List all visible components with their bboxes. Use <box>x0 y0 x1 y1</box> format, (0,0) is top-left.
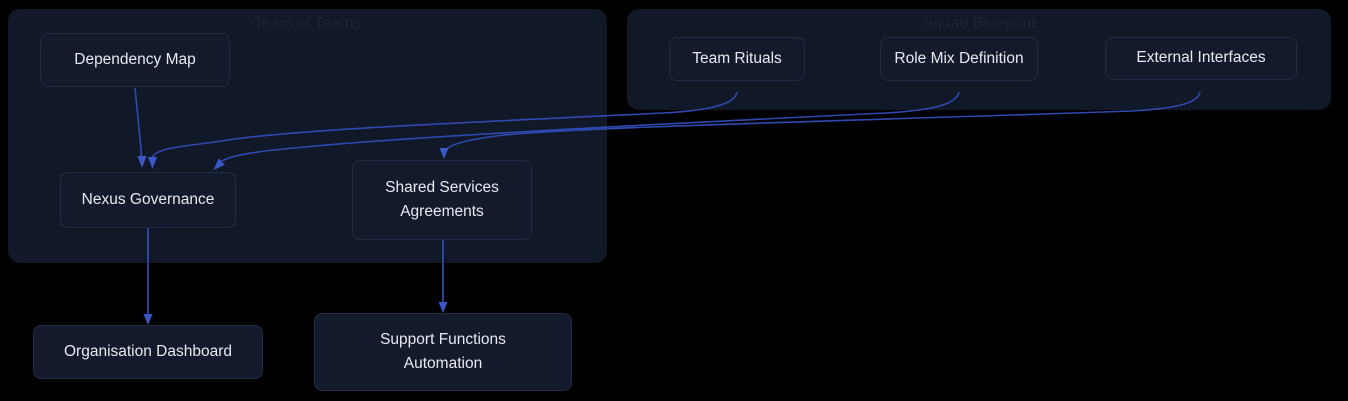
node-label-dependency-map: Dependency Map <box>74 50 196 68</box>
node-label-team-rituals: Team Rituals <box>692 49 782 67</box>
node-nexus-governance: Nexus Governance <box>60 172 236 228</box>
node-label-role-mix-definition: Role Mix Definition <box>894 49 1024 67</box>
node-label-nexus-governance: Nexus Governance <box>81 190 215 208</box>
arrowhead-nexus-governance-to-organisation-dashboard <box>143 314 153 325</box>
node-label-support-functions-automation: Support Functions Automation <box>380 330 506 372</box>
arrowhead-shared-services-agreements-to-support-functions-automation <box>438 302 448 313</box>
node-label-organisation-dashboard: Organisation Dashboard <box>63 342 233 360</box>
node-dependency-map: Dependency Map <box>40 33 230 87</box>
node-organisation-dashboard: Organisation Dashboard <box>33 325 263 379</box>
node-team-rituals: Team Rituals <box>669 37 805 81</box>
node-external-interfaces: External Interfaces <box>1105 37 1297 80</box>
node-support-functions-automation: Support Functions Automation <box>314 313 572 391</box>
container-title-squad-blueprint: Squad Blueprint <box>922 15 1036 32</box>
node-role-mix-definition: Role Mix Definition <box>880 37 1038 81</box>
node-label-external-interfaces: External Interfaces <box>1136 49 1266 67</box>
node-label-shared-services-agreements: Shared Services Agreements <box>385 178 499 220</box>
node-shared-services-agreements: Shared Services Agreements <box>352 160 532 240</box>
container-title-team-of-teams: Team of Teams <box>253 15 362 32</box>
